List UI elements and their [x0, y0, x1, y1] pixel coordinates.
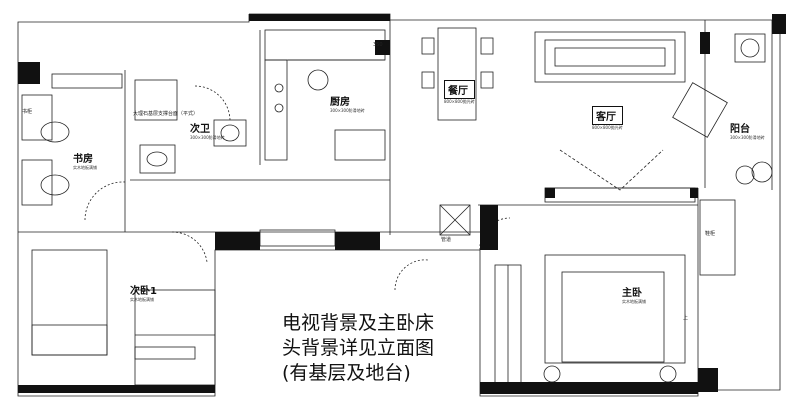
- room-dining-floor: 800×800抛光砖: [444, 99, 475, 104]
- room-second-bath: 次卫 300×300防滑地砖: [190, 120, 225, 141]
- room-dining-name: 餐厅: [444, 80, 475, 99]
- room-study-name: 书房: [73, 154, 93, 165]
- fridge-label: 350: [373, 42, 383, 48]
- room-second-bath-floor: 300×300防滑地砖: [190, 135, 225, 140]
- elevation-note-line-3: (有基层及地台): [282, 362, 411, 384]
- outer-wall-outline: [17, 13, 781, 397]
- pipe-label: 管道: [441, 237, 452, 243]
- room-kitchen-floor: 300×300防滑地砖: [330, 108, 365, 113]
- room-master-bedroom: 主卧 实木地板满铺: [622, 284, 646, 305]
- elevation-note-line-2: 头背景详见立面图: [282, 337, 435, 359]
- bookcase-label: 书柜: [22, 109, 33, 115]
- shoe-cabinet-label: 鞋柜: [705, 231, 716, 237]
- room-living-name: 客厅: [592, 106, 623, 125]
- room-kitchen: 厨房 300×300防滑地砖: [330, 93, 365, 114]
- room-second-bedroom-name: 次卧1: [130, 286, 157, 297]
- room-second-bath-name: 次卫: [190, 124, 210, 135]
- room-balcony-name: 阳台: [730, 124, 750, 135]
- room-second-bedroom-floor: 实木地板满铺: [130, 297, 154, 302]
- room-living: 客厅 800×800抛光砖: [592, 106, 623, 131]
- room-study: 书房 实木地板满铺: [73, 150, 97, 171]
- room-balcony-floor: 300×300防滑地砖: [730, 135, 765, 140]
- room-study-floor: 实木地板满铺: [73, 165, 97, 170]
- elevation-note: 电视背景及主卧床 头背景详见立面图 (有基层及地台): [282, 311, 434, 386]
- room-master-bedroom-floor: 实木地板满铺: [622, 299, 646, 304]
- room-kitchen-name: 厨房: [330, 97, 350, 108]
- room-dining: 餐厅 800×800抛光砖: [444, 80, 475, 105]
- room-living-floor: 800×800抛光砖: [592, 125, 623, 130]
- stair-mark-label: 上: [683, 315, 689, 321]
- room-master-bedroom-name: 主卧: [622, 288, 642, 299]
- counter-note-label: 大理石基层支撑台面（平式）: [133, 111, 199, 117]
- room-second-bedroom: 次卧1 实木地板满铺: [130, 282, 157, 303]
- room-balcony: 阳台 300×300防滑地砖: [730, 120, 765, 141]
- elevation-note-line-1: 电视背景及主卧床: [282, 312, 435, 334]
